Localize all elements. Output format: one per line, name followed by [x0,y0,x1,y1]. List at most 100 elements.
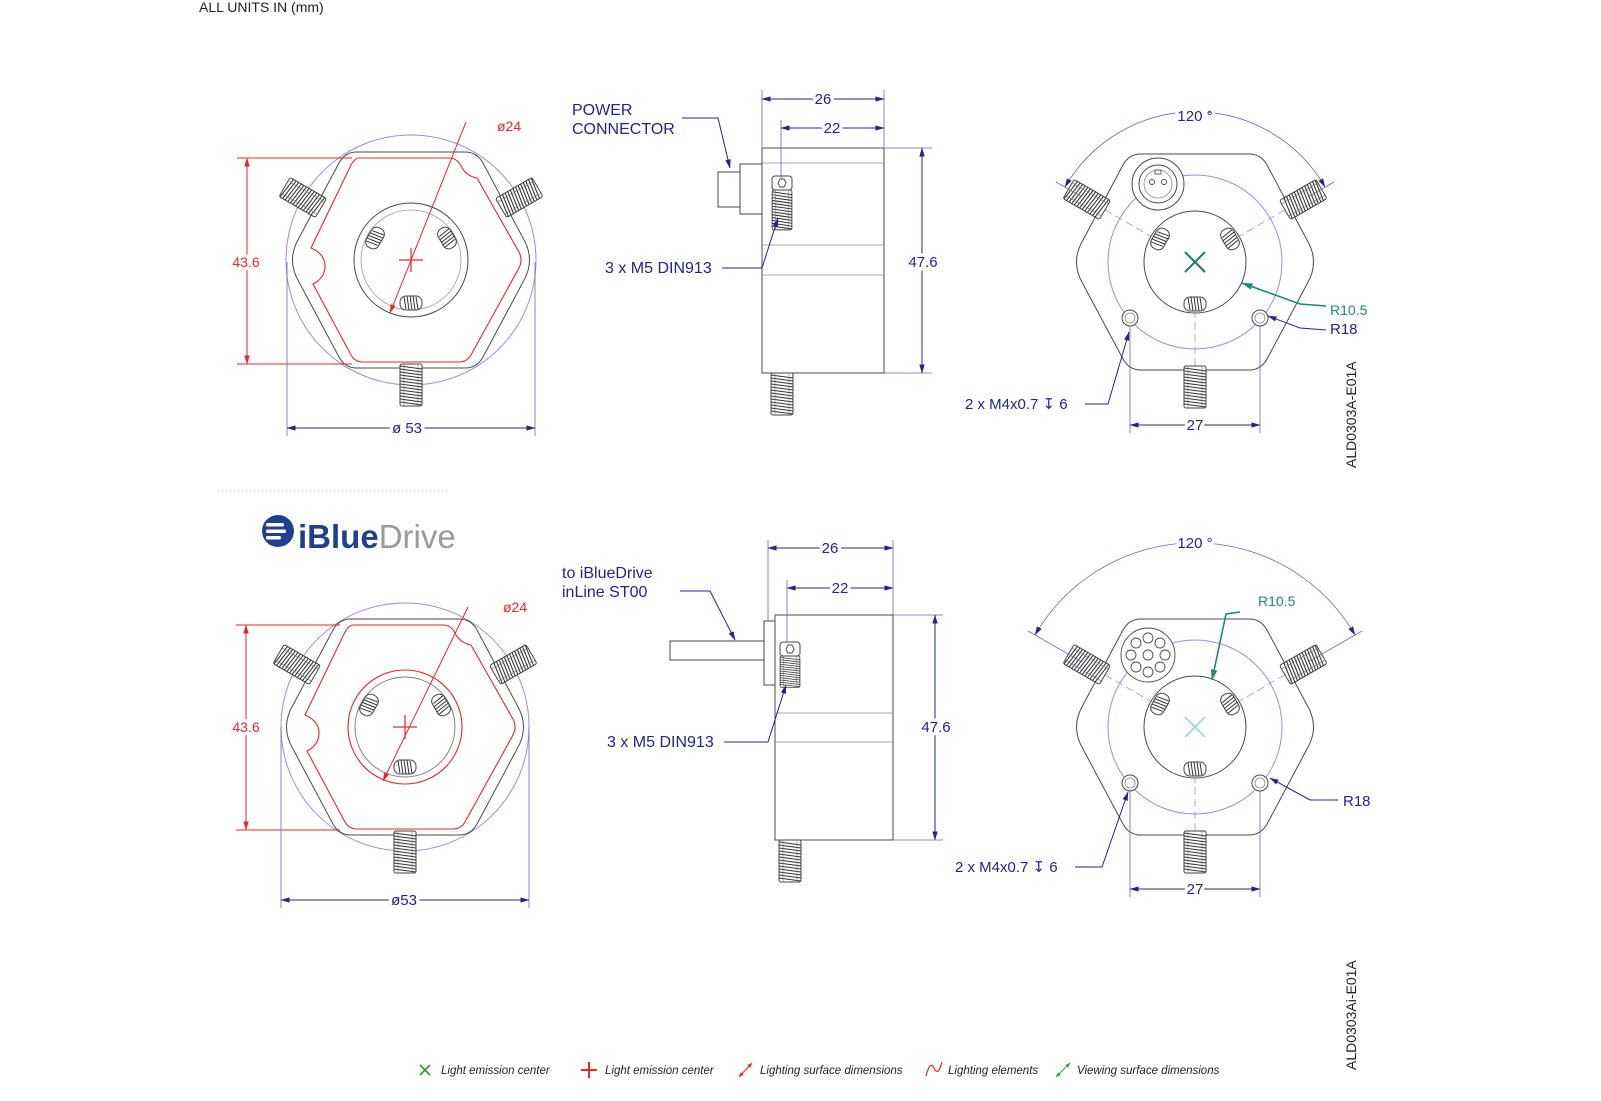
set-screw-pocket [393,759,417,775]
legend-item: Lighting elements [925,1061,1038,1077]
green-x-icon [419,1064,431,1076]
viewing-radius-label: R10.5 [1330,302,1368,318]
mounting-holes-callout: 2 x M4x0.7 ↧ 6 [955,791,1129,876]
body-length-dimension: 22 [786,577,894,642]
mounting-hole [1251,774,1269,792]
hole-spacing-dimension: 27 [1129,326,1261,438]
outer-diameter-label: ø53 [391,892,417,909]
red-plus-icon [581,1062,597,1078]
mounting-hole [1121,309,1139,327]
mounting-hole [1251,309,1269,327]
mounting-plate [763,620,776,686]
set-screw-stud [779,655,801,688]
mounting-radius-callout: R18 [1269,777,1371,810]
bore-diameter-dimension: ø24 [389,118,521,314]
set-screw-stud [778,839,802,883]
construction-line [1082,661,1196,728]
green-x-icon [1184,716,1206,738]
set-screw-callout: 3 x M5 DIN913 [607,684,787,751]
side-view-top [717,147,885,416]
legend-label: Light emission center [441,1065,551,1077]
viewing-radius-callout: R10.5 [1241,282,1368,318]
viewing-radius-label: R10.5 [1258,593,1296,609]
ibluedrive-logo: iBlueDrive [262,515,456,555]
overall-length-label: 26 [815,91,832,108]
legend: Light emission center Light emission cen… [419,1061,1220,1078]
height-label: 43.6 [232,254,259,270]
mounting-holes-callout: 2 x M4x0.7 ↧ 6 [965,331,1130,413]
connector-label-line2: CONNECTOR [572,121,675,138]
angle-label: 120 ° [1177,108,1212,125]
angle-label: 120 ° [1177,535,1212,552]
green-double-arrow-icon [1055,1062,1071,1078]
connector-housing [739,163,763,215]
front-view-bottom [272,602,538,874]
mounting-radius-callout: R18 [1267,315,1358,338]
mounting-radius-label: R18 [1343,793,1371,810]
set-screw-label: 3 x M5 DIN913 [605,260,712,277]
side-height-label: 47.6 [908,254,937,271]
connector-callout: POWER CONNECTOR [572,102,731,169]
mounting-holes-label: 2 x M4x0.7 ↧ 6 [965,396,1068,413]
body-length-label: 22 [832,580,849,597]
logo-text-bold: iBlue [298,518,379,555]
mounting-holes-label: 2 x M4x0.7 ↧ 6 [955,859,1058,876]
construction-line [1194,661,1308,728]
set-screw-stud [393,830,417,874]
set-screw-stud [1062,178,1111,221]
red-double-arrow-icon [738,1062,753,1078]
set-screw-stud [770,372,794,416]
mounting-radius-label: R18 [1330,321,1358,338]
legend-label: Viewing surface dimensions [1077,1065,1220,1077]
set-screw-stud [272,643,321,686]
logo-text: iBlueDrive [298,518,456,555]
set-screw-pocket [399,295,423,311]
set-screw-callout: 3 x M5 DIN913 [605,217,779,277]
led-cluster [1120,627,1176,683]
red-wave-icon [925,1061,943,1077]
connector-label-line1: to iBlueDrive [562,565,653,582]
ibluedrive-logo-icon [262,515,294,547]
viewing-radius-callout: R10.5 [1210,593,1296,681]
legend-label: Lighting elements [948,1065,1038,1077]
set-screw-pocket [1183,761,1207,777]
legend-label: Lighting surface dimensions [760,1065,903,1077]
set-screw-stud [399,363,423,407]
side-view-bottom [669,614,894,883]
height-dimension: 43.6 [229,157,352,365]
set-screw-label: 3 x M5 DIN913 [607,734,714,751]
construction-line [1194,196,1308,263]
mounting-radius-circle [1107,639,1283,815]
units-note: ALL UNITS IN (mm) [199,0,324,15]
hole-spacing-label: 27 [1187,881,1204,898]
power-connector-socket [1131,157,1185,211]
cable-rod [669,640,765,661]
hex-socket-icon [779,641,801,657]
connector-callout: to iBlueDrive inLine ST00 [562,565,736,641]
set-screw-stud [489,643,538,686]
set-screw-stud [1183,365,1207,409]
body-length-dimension: 22 [780,117,885,178]
overall-length-dimension: 26 [761,88,885,148]
overall-length-label: 26 [822,540,839,557]
legend-item: Light emission center [419,1064,551,1077]
set-screw-stud [1183,830,1207,874]
hole-spacing-dimension: 27 [1129,790,1261,902]
connector-label-line2: inLine ST00 [562,584,647,601]
side-height-dimension: 47.6 [884,147,941,374]
legend-item: Lighting surface dimensions [738,1062,903,1078]
set-screw-stud [771,189,793,231]
outer-diameter-label: ø 53 [392,420,422,437]
set-screw-stud [1062,643,1111,686]
part-number: ALD0303Ai-E01A [1343,960,1359,1070]
hex-socket-icon [771,175,793,191]
rear-view-top [1062,153,1328,409]
body-length-label: 22 [824,120,841,137]
side-height-label: 47.6 [921,719,950,736]
front-view-top [278,134,544,407]
green-x-icon [1184,251,1206,273]
angle-dimension: 120 ° [1055,105,1335,198]
bore-diameter-label: ø24 [503,599,527,615]
connector-label-line1: POWER [572,102,632,119]
